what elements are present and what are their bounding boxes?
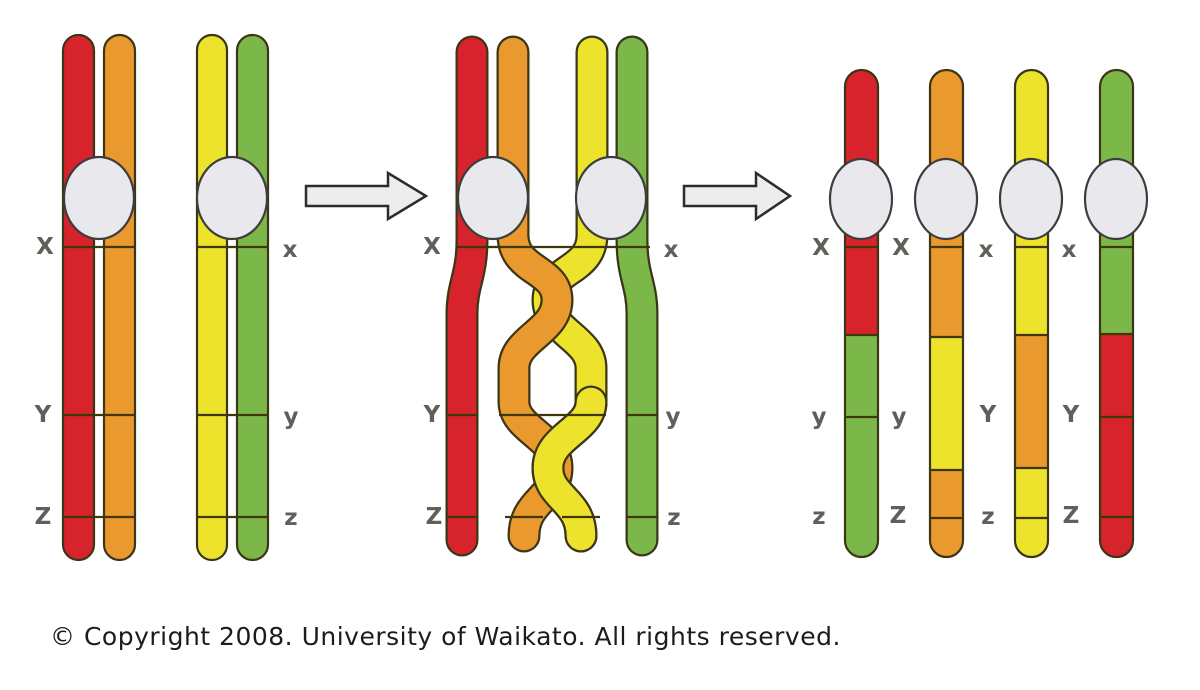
locus-label: y <box>284 404 299 430</box>
allele-label: x <box>1062 237 1077 263</box>
allele-label: Y <box>1062 402 1080 428</box>
locus-label: X <box>423 234 441 260</box>
chromatid-yellow-crossover-fill <box>533 387 606 551</box>
segment-green <box>845 335 878 557</box>
centromere <box>913 157 979 241</box>
allele-label: Y <box>979 402 997 428</box>
centromere <box>998 157 1064 241</box>
centromere <box>574 155 648 241</box>
segment-yellow <box>930 337 963 470</box>
recombinant-chromatid-3 <box>1015 70 1048 557</box>
recombinant-chromatid-2 <box>930 70 963 557</box>
locus-label: Z <box>35 504 52 530</box>
centromere <box>456 155 530 241</box>
arrow-right-icon <box>304 170 429 222</box>
chromatid-red <box>61 33 96 562</box>
chromatid-outline <box>843 68 880 559</box>
locus-label: Y <box>423 402 441 428</box>
locus-label: z <box>284 505 297 531</box>
locus-label: X <box>36 234 54 260</box>
chromatid-outline <box>928 68 965 559</box>
panel-after-crossover: X X x x y y Y Y z Z z Z <box>812 68 1149 559</box>
segment-orange <box>1015 335 1048 468</box>
allele-label: X <box>812 235 830 261</box>
panel-before-crossover: X Y Z x y z <box>34 33 299 562</box>
locus-label: Z <box>426 504 443 530</box>
allele-label: Z <box>890 503 907 529</box>
allele-label: z <box>981 504 994 530</box>
allele-label: X <box>892 235 910 261</box>
allele-label: z <box>812 504 825 530</box>
locus-label: x <box>283 237 298 263</box>
chromatid-outline <box>1098 68 1135 559</box>
chromatid-green-fill <box>617 37 657 555</box>
locus-label: Y <box>34 402 52 428</box>
recombinant-chromatid-1 <box>845 70 878 557</box>
copyright-text: © Copyright 2008. University of Waikato.… <box>50 622 841 651</box>
chromatid-orange <box>102 33 137 562</box>
locus-label: x <box>664 237 679 263</box>
locus-label: z <box>667 505 680 531</box>
centromere <box>828 157 894 241</box>
recombinant-chromatid-4 <box>1100 70 1133 557</box>
allele-label: y <box>892 404 907 430</box>
centromere <box>195 155 269 241</box>
chromatid-outline <box>1013 68 1050 559</box>
chromatid-green <box>235 33 270 562</box>
segment-red <box>1100 334 1133 557</box>
chromatid-yellow <box>195 33 229 562</box>
chromatid-red-fill <box>447 37 487 555</box>
segment-yellow <box>1015 468 1048 557</box>
allele-label: y <box>812 404 827 430</box>
locus-label: y <box>666 404 681 430</box>
arrow-right-icon <box>682 170 793 222</box>
centromere <box>62 155 136 241</box>
allele-label: Z <box>1063 503 1080 529</box>
allele-label: x <box>979 237 994 263</box>
segment-orange <box>930 470 963 557</box>
centromere <box>1083 157 1149 241</box>
panel-during-crossover: X Y Z x y z <box>423 35 681 557</box>
